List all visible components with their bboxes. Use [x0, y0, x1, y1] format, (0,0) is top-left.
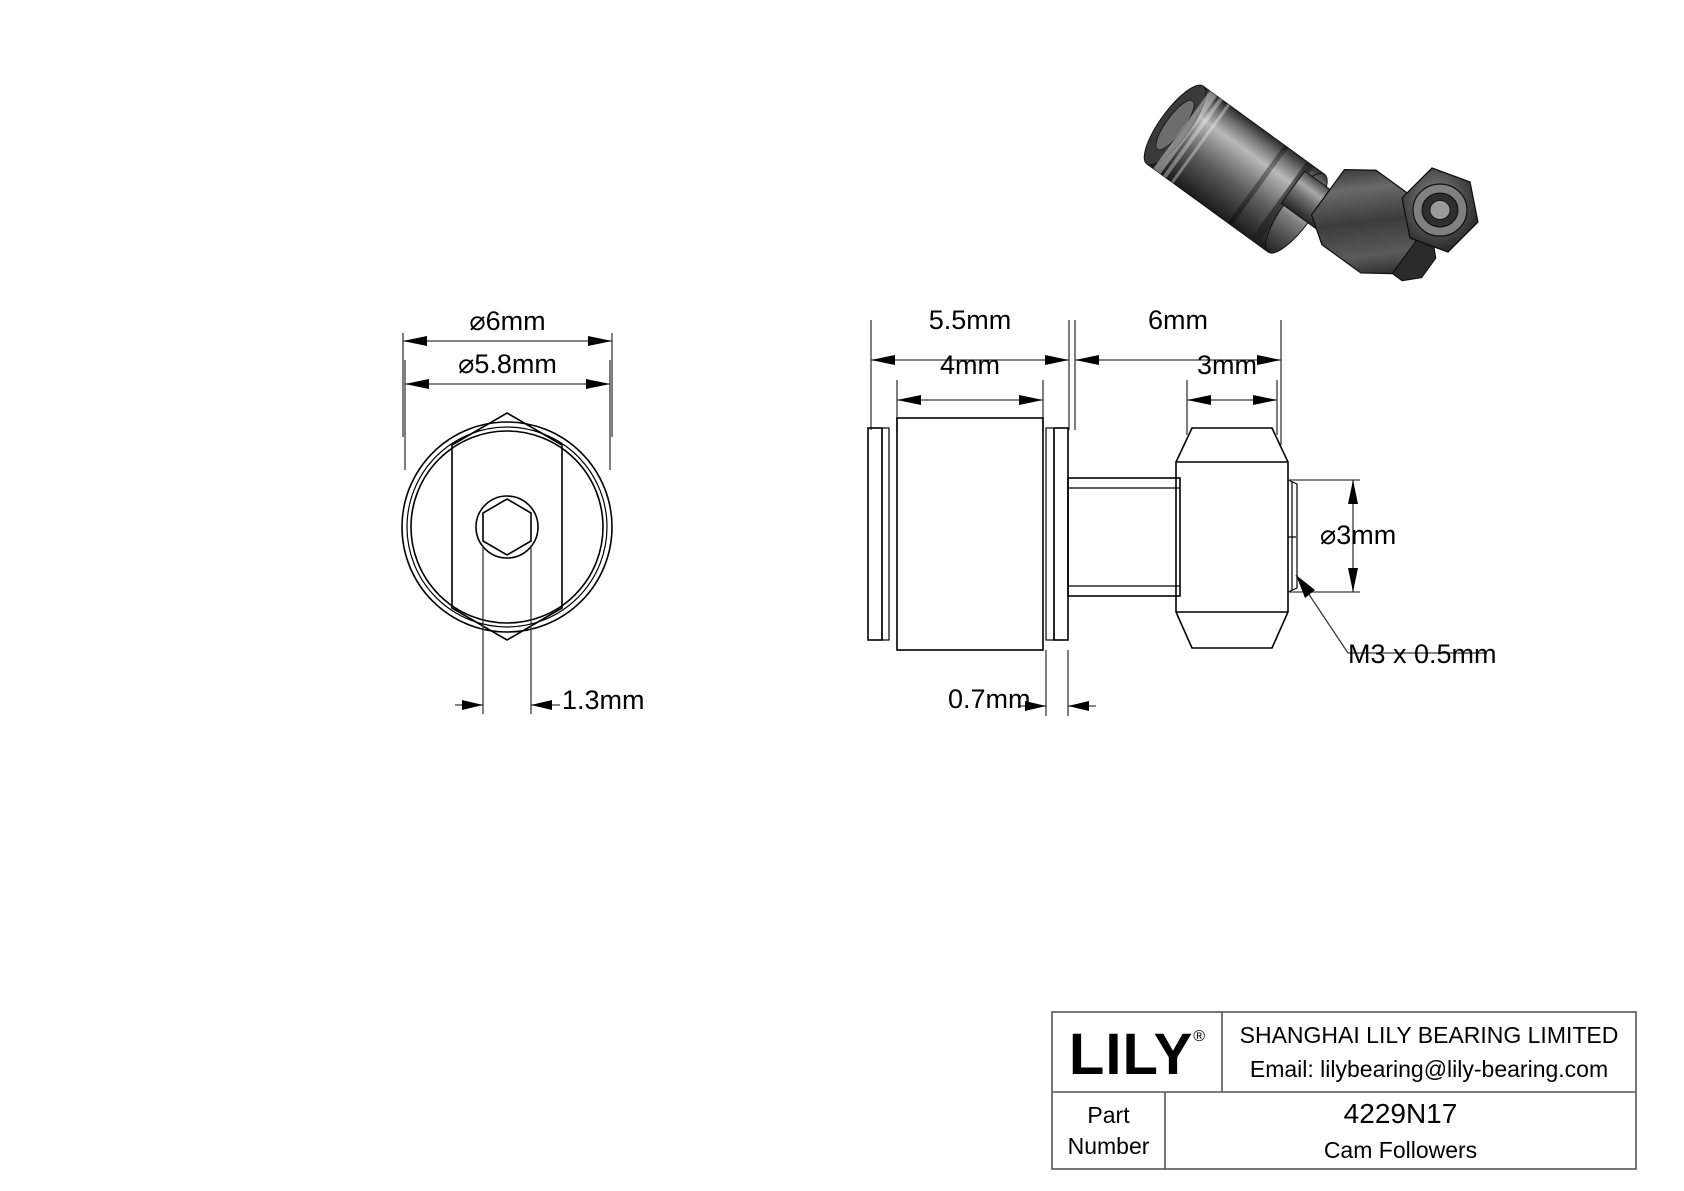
part-label-line1: Part: [1087, 1102, 1130, 1128]
product-type: Cam Followers: [1323, 1137, 1478, 1163]
dim-label-hex-width: 1.3mm: [562, 685, 645, 715]
front-view: [401, 333, 613, 714]
logo-block: LILY ®: [1052, 1018, 1222, 1092]
dim-label-flange-thickness: 0.7mm: [948, 684, 1031, 714]
logo-text: LILY: [1068, 1022, 1194, 1087]
dim-label-thread-callout: M3 x 0.5mm: [1348, 639, 1497, 669]
dim-label-nut-width: 3mm: [1197, 350, 1257, 380]
dim-inner-diameter: [404, 360, 611, 470]
dim-hex-width: [455, 545, 560, 714]
dim-stud-length: [1074, 320, 1282, 445]
company-name: SHANGHAI LILY BEARING LIMITED: [1239, 1022, 1619, 1048]
company-email: Email: lilybearing@lily-bearing.com: [1249, 1056, 1609, 1082]
roller-body: [867, 417, 1069, 651]
dim-label-roller-width: 4mm: [940, 350, 1000, 380]
dim-label-stud-length: 6mm: [1148, 305, 1208, 335]
registered-mark-icon: ®: [1193, 1028, 1206, 1045]
hex-nut-outline: [451, 412, 563, 641]
part-label-line2: Number: [1067, 1133, 1150, 1159]
dim-stud-diameter: [1288, 479, 1360, 593]
isometric-view: [1143, 84, 1479, 282]
hex-socket: [482, 498, 532, 556]
roller-outer-circle: [401, 421, 613, 633]
side-view: [867, 320, 1485, 716]
dim-roller-width: [896, 380, 1044, 432]
center-bore-circle: [475, 495, 539, 559]
dim-label-outer-diameter: ⌀6mm: [469, 306, 546, 336]
dim-flange-thickness: [1018, 650, 1096, 716]
thread-leader: [1295, 574, 1485, 654]
part-number-value: 4229N17: [1343, 1098, 1458, 1129]
dim-label-roller-overall: 5.5mm: [928, 305, 1012, 335]
roller-mid-circle: [406, 426, 608, 628]
title-block: [1051, 1011, 1637, 1170]
roller-inner-circle: [410, 430, 604, 624]
stud-shaft: [1067, 477, 1181, 597]
dim-outer-diameter: [402, 333, 613, 437]
dim-nut-width: [1186, 380, 1278, 435]
dim-label-inner-diameter: ⌀5.8mm: [458, 349, 557, 379]
dim-roller-overall: [870, 320, 1070, 430]
dim-label-stud-diameter: ⌀3mm: [1320, 520, 1397, 550]
hex-nut-side: [1175, 427, 1298, 649]
